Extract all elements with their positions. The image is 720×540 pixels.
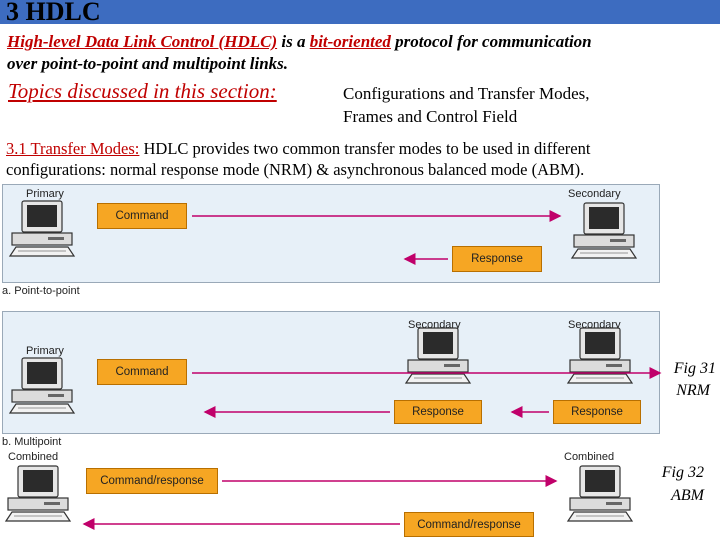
section-line-1-rest: HDLC provides two common transfer modes … (139, 139, 590, 158)
section-line-2: configurations: normal response mode (NR… (6, 160, 584, 180)
fig-31-label: Fig 31 (646, 360, 716, 378)
intro-line-1: High-level Data Link Control (HDLC) is a… (7, 32, 592, 52)
arrows-a (0, 184, 720, 284)
arrows-b (0, 311, 720, 436)
intro-text-b: protocol for communication (391, 32, 592, 51)
fig-32-label: Fig 32 (640, 464, 704, 482)
topics-label: Topics discussed in this section: (8, 79, 277, 104)
arrows-c (0, 460, 720, 540)
page-title: 3 HDLC (6, 0, 101, 27)
intro-text-a: is a (277, 32, 310, 51)
section-line-1: 3.1 Transfer Modes: HDLC provides two co… (6, 139, 590, 159)
hdlc-term: High-level Data Link Control (HDLC) (7, 32, 277, 51)
title-bar (0, 0, 720, 24)
bit-oriented-term: bit-oriented (310, 32, 391, 51)
caption-a: a. Point-to-point (2, 285, 80, 297)
topics-line-2: Frames and Control Field (343, 107, 517, 127)
topics-line-1: Configurations and Transfer Modes, (343, 84, 589, 104)
intro-line-2: over point-to-point and multipoint links… (7, 54, 288, 74)
fig-32-mode: ABM (640, 487, 704, 505)
fig-31-mode: NRM (646, 382, 710, 400)
section-heading: 3.1 Transfer Modes: (6, 139, 139, 158)
caption-b: b. Multipoint (2, 436, 61, 448)
